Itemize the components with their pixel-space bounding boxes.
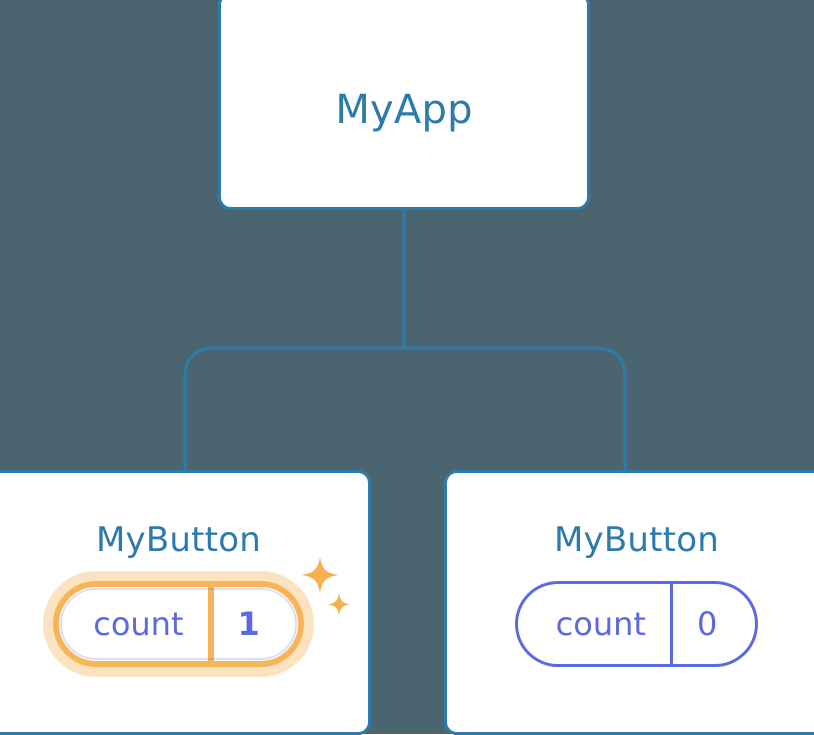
prop-pill-count-right[interactable]: count 0 [514,581,759,667]
node-mybutton-right-label: MyButton [554,520,719,560]
prop-pill-count-left[interactable]: count 1 [53,581,304,667]
node-myapp[interactable]: MyApp [218,0,590,210]
prop-pill-wrap-right: count 0 [447,581,814,667]
prop-key-label: count [93,605,184,643]
prop-pill-wrap-left: count 1 [0,557,368,667]
node-mybutton-right[interactable]: MyButton count 0 [444,470,814,735]
node-myapp-label: MyApp [335,87,473,133]
prop-value-label: 1 [207,587,298,661]
connector-branch-left [183,346,404,472]
connector-branch-right [404,346,627,472]
sparkle-icon [301,557,350,616]
prop-key-label: count [555,605,646,643]
node-mybutton-left-label: MyButton [96,520,261,560]
node-mybutton-left[interactable]: MyButton count 1 [0,470,371,735]
prop-value-label: 0 [669,584,755,664]
